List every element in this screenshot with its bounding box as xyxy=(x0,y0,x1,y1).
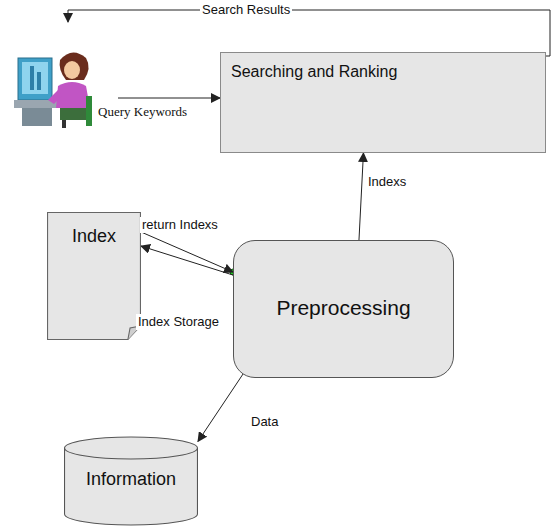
database-cylinder: Information xyxy=(64,437,198,525)
edge-label: Index Storage xyxy=(136,314,221,330)
arrow-connector xyxy=(359,153,363,240)
edge-label: Data xyxy=(249,414,280,430)
edge-label: return Indexs xyxy=(140,217,220,233)
results-label: Search Results xyxy=(200,2,292,18)
index-document: Index xyxy=(47,212,141,340)
query-line xyxy=(118,98,220,99)
arrow-connector xyxy=(141,246,233,275)
arrow-connector xyxy=(141,232,233,272)
node-text: Information xyxy=(70,469,192,490)
query-label: Query Keywords xyxy=(96,104,189,120)
process-box: Searching and Ranking xyxy=(220,52,546,153)
node-text: Index xyxy=(53,226,135,247)
user-icon xyxy=(14,52,92,128)
results-line xyxy=(68,10,550,56)
node-text: Preprocessing xyxy=(242,296,445,320)
edge-label: Indexs xyxy=(366,174,408,190)
process-box: Preprocessing xyxy=(233,240,454,378)
node-text: Searching and Ranking xyxy=(231,63,535,81)
arrow-connector xyxy=(198,372,244,441)
